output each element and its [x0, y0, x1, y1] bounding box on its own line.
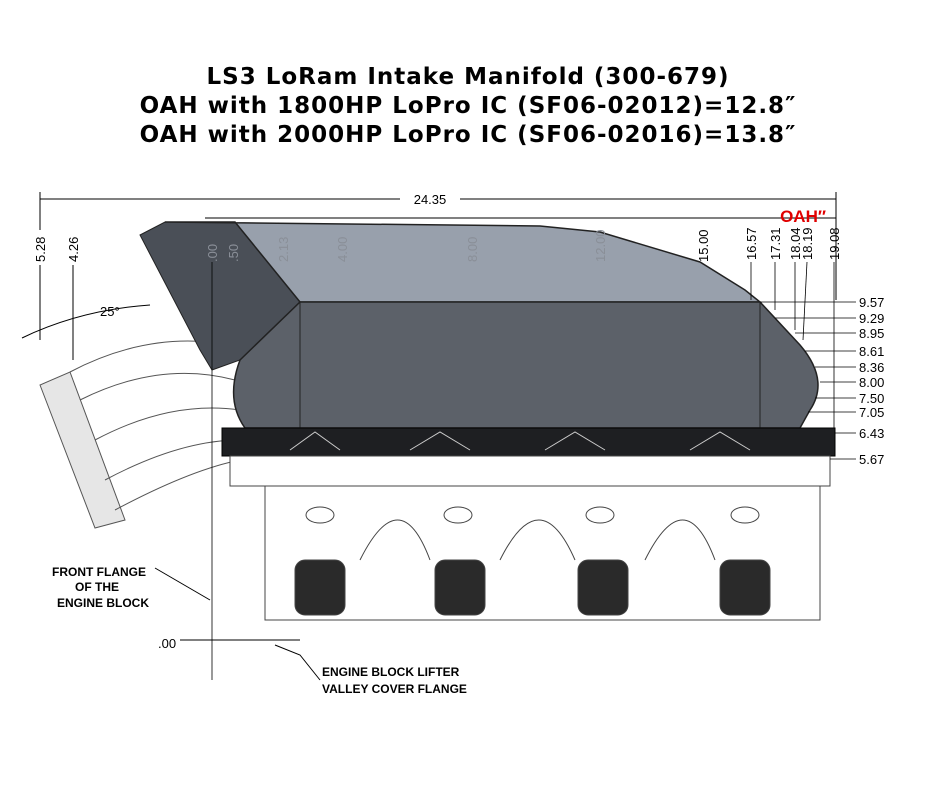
title-line-2: OAH with 1800HP LoPro IC (SF06-02012)=12…	[139, 93, 797, 119]
title-line-1: LS3 LoRam Intake Manifold (300-679)	[206, 64, 730, 90]
right-dim: 9.57	[859, 295, 884, 310]
right-dim: 8.36	[859, 360, 884, 375]
overall-length-dimension	[39, 192, 837, 300]
top-dim: 18.19	[800, 227, 815, 260]
right-dim: 5.67	[859, 452, 884, 467]
top-dim: 8.00	[465, 237, 480, 262]
right-dim: 7.05	[859, 405, 884, 420]
top-dim: 2.13	[276, 237, 291, 262]
right-dim: 6.43	[859, 426, 884, 441]
angle-arc	[21, 304, 151, 339]
right-dim: 8.61	[859, 344, 884, 359]
right-dim: 8.95	[859, 326, 884, 341]
baseline-label: .00	[158, 636, 176, 651]
top-dim: 18.04	[788, 227, 803, 260]
inlet-runners	[39, 340, 241, 529]
right-dim: 8.00	[859, 375, 884, 390]
manifold-flange	[221, 427, 836, 457]
right-dim: 9.29	[859, 311, 884, 326]
top-dim: 12.00	[593, 229, 608, 262]
angle-label: 25°	[100, 304, 120, 319]
overall-length-label: 24.35	[414, 192, 447, 207]
front-flange-note: OF THE	[75, 580, 119, 594]
top-dim: .50	[226, 244, 241, 262]
top-dim-lines	[211, 261, 835, 680]
front-flange-leader	[154, 567, 211, 601]
top-dim: 17.31	[768, 227, 783, 260]
lifter-valley-note: ENGINE BLOCK LIFTER	[322, 665, 460, 679]
right-dim-lines	[760, 301, 856, 460]
dim-5-28: 5.28	[33, 237, 48, 262]
lifter-valley-note: VALLEY COVER FLANGE	[322, 682, 467, 696]
manifold-lid	[139, 221, 819, 429]
top-dims: .00 .50 2.13 4.00 8.00 12.00 15.00 16.57…	[205, 227, 842, 262]
dim-4-26: 4.26	[66, 237, 81, 262]
engine-block	[229, 455, 831, 621]
top-dim: 16.57	[744, 227, 759, 260]
top-dim: .00	[205, 244, 220, 262]
oah-label: OAH″	[780, 207, 826, 226]
top-dim: 15.00	[696, 229, 711, 262]
front-flange-note: ENGINE BLOCK	[57, 596, 149, 610]
top-dim: 4.00	[335, 237, 350, 262]
top-dim: 19.08	[827, 227, 842, 260]
front-flange-note: FRONT FLANGE	[52, 565, 146, 579]
right-dims: 9.57 9.29 8.95 8.61 8.36 8.00 7.50 7.05 …	[859, 295, 884, 467]
right-dim: 7.50	[859, 391, 884, 406]
lifter-valley-leader	[274, 644, 321, 681]
title-line-3: OAH with 2000HP LoPro IC (SF06-02016)=13…	[139, 122, 797, 148]
